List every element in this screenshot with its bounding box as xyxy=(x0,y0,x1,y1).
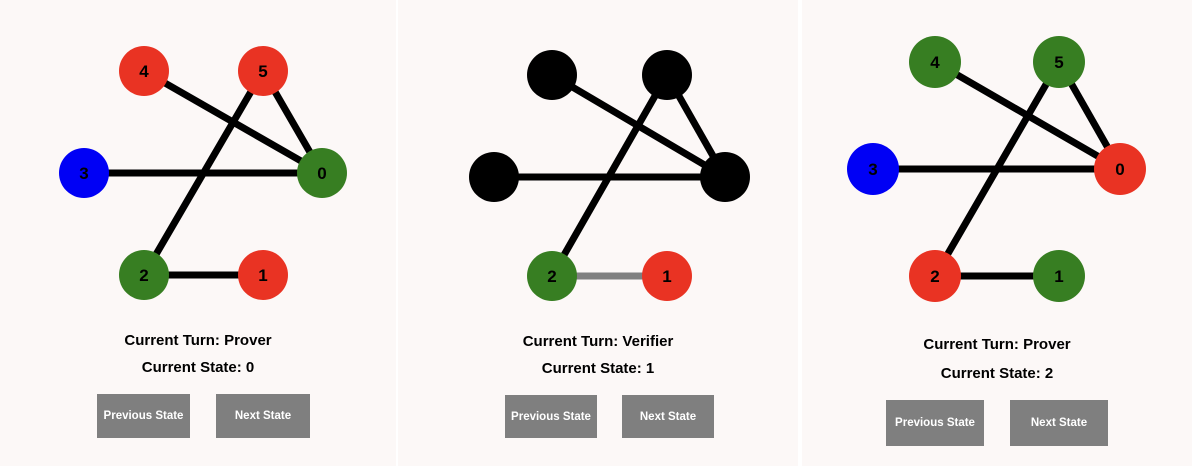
graph-panel-state-2: 4 5 3 0 2 1 Current Turn: Prover Current Stat… xyxy=(802,0,1192,466)
graph-node-5 xyxy=(642,50,692,100)
previous-state-button[interactable]: Previous State xyxy=(505,395,597,438)
node-label: 1 xyxy=(662,267,671,286)
node-label: 3 xyxy=(79,164,88,183)
node-circle xyxy=(119,250,169,300)
node-circle xyxy=(642,50,692,100)
graph-canvas: 4 5 3 0 2 1 xyxy=(59,46,347,300)
graph-node-3: 3 xyxy=(59,148,109,198)
node-label: 5 xyxy=(258,62,267,81)
graph-node-4: 4 xyxy=(119,46,169,96)
next-state-button[interactable]: Next State xyxy=(1010,400,1108,446)
graph-node-1: 1 xyxy=(1033,250,1085,302)
graph-node-1: 1 xyxy=(642,251,692,301)
previous-state-button[interactable]: Previous State xyxy=(886,400,984,446)
node-label: 2 xyxy=(547,267,556,286)
node-circle xyxy=(1094,143,1146,195)
node-circle xyxy=(909,250,961,302)
node-circle xyxy=(238,250,288,300)
node-circle xyxy=(527,50,577,100)
node-label: 2 xyxy=(139,266,148,285)
current-turn-text: Current Turn: Verifier xyxy=(522,333,674,350)
graph-node-4 xyxy=(527,50,577,100)
node-circle xyxy=(909,36,961,88)
node-circle xyxy=(119,46,169,96)
node-label: 1 xyxy=(1054,267,1063,286)
next-state-button[interactable]: Next State xyxy=(216,394,310,438)
node-circle xyxy=(1033,250,1085,302)
next-state-button[interactable]: Next State xyxy=(622,395,714,438)
graph-node-3 xyxy=(469,152,519,202)
graph-node-2: 2 xyxy=(527,251,577,301)
graph-node-0: 0 xyxy=(297,148,347,198)
node-circle xyxy=(238,46,288,96)
edge-5-2 xyxy=(931,60,1063,278)
node-label: 0 xyxy=(1115,160,1124,179)
graph-node-2: 2 xyxy=(909,250,961,302)
edge-5-2 xyxy=(140,69,267,277)
current-state-text: Current State: 0 xyxy=(141,359,255,376)
node-circle xyxy=(469,152,519,202)
node-circle xyxy=(700,152,750,202)
current-state-text: Current State: 2 xyxy=(940,365,1054,382)
current-turn-text: Current Turn: Prover xyxy=(923,336,1071,353)
node-circle xyxy=(642,251,692,301)
node-circle xyxy=(847,143,899,195)
graph-canvas: 4 5 3 0 2 1 xyxy=(847,36,1146,302)
current-state-text: Current State: 1 xyxy=(541,360,655,377)
graph-node-0 xyxy=(700,152,750,202)
node-circle xyxy=(59,148,109,198)
node-circle xyxy=(527,251,577,301)
graph-node-1: 1 xyxy=(238,250,288,300)
node-label: 4 xyxy=(139,62,149,81)
graph-panel-state-0: 4 5 3 0 2 1 Current Turn: Prover Current Stat… xyxy=(0,0,396,466)
graph-node-2: 2 xyxy=(119,250,169,300)
current-turn-text: Current Turn: Prover xyxy=(124,332,272,349)
graph-node-5: 5 xyxy=(1033,36,1085,88)
node-label: 1 xyxy=(258,266,267,285)
graph-node-0: 0 xyxy=(1094,143,1146,195)
node-label: 2 xyxy=(930,267,939,286)
graph-node-5: 5 xyxy=(238,46,288,96)
edge-5-2 xyxy=(548,73,671,278)
node-circle xyxy=(297,148,347,198)
graph-node-4: 4 xyxy=(909,36,961,88)
node-label: 0 xyxy=(317,164,326,183)
node-label: 3 xyxy=(868,160,877,179)
node-circle xyxy=(1033,36,1085,88)
previous-state-button[interactable]: Previous State xyxy=(97,394,190,438)
node-label: 4 xyxy=(930,53,940,72)
node-label: 5 xyxy=(1054,53,1063,72)
graph-node-3: 3 xyxy=(847,143,899,195)
